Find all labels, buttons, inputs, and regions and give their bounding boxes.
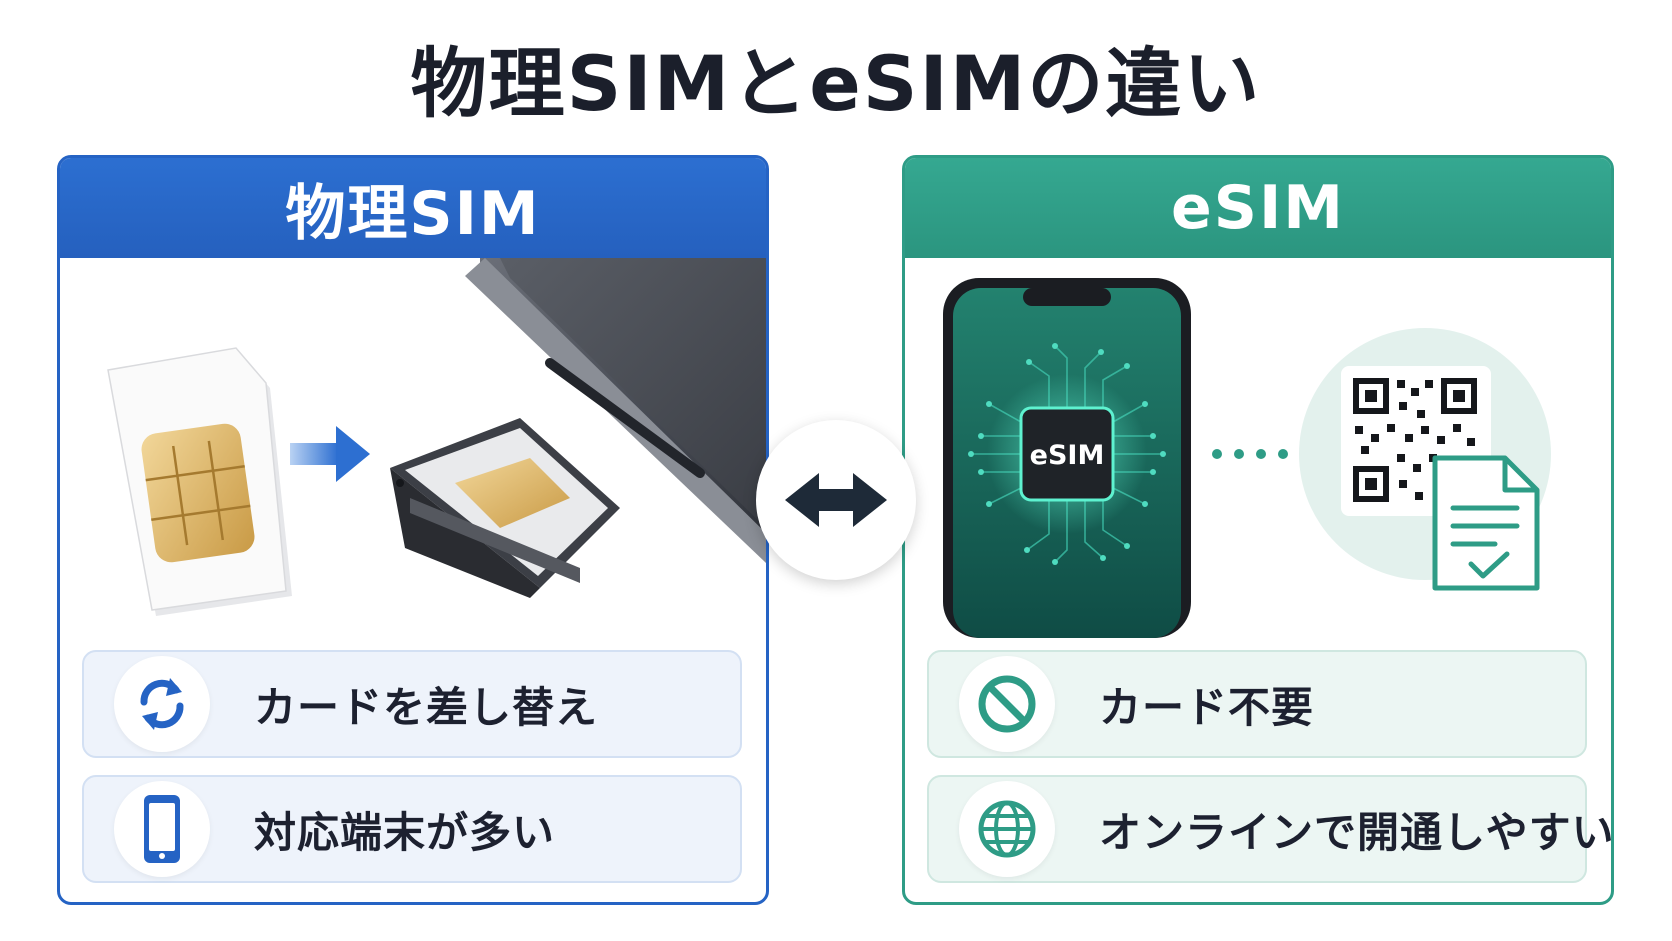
physical-sim-illustration (60, 258, 766, 638)
esim-chip-label: eSIM (1030, 440, 1105, 471)
dotted-connector (1212, 449, 1288, 459)
esim-panel: eSIM (902, 155, 1614, 905)
phone-image (465, 258, 766, 563)
esim-header: eSIM (905, 158, 1611, 258)
feature-label: カード不要 (1099, 682, 1315, 732)
sim-tray-image (390, 418, 620, 598)
insert-arrow-icon (290, 426, 370, 482)
feature-row-no-card: カード不要 (927, 650, 1587, 758)
feature-row-online-activation: オンラインで開通しやすい (927, 775, 1611, 883)
globe-icon (959, 781, 1055, 877)
double-arrow-icon (756, 420, 916, 580)
prohibited-icon (959, 656, 1055, 752)
page-title: 物理SIMとeSIMの違い (410, 39, 1262, 128)
physical-sim-panel: 物理SIM (57, 155, 769, 905)
smartphone-icon (114, 781, 210, 877)
feature-row-swap-card: カードを差し替え (82, 650, 742, 758)
esim-illustration: eSIM (905, 258, 1611, 638)
document-check-icon (1432, 455, 1540, 591)
feature-label: オンラインで開通しやすい (1099, 807, 1614, 857)
sim-card-image (107, 347, 292, 616)
feature-label: 対応端末が多い (254, 807, 556, 857)
feature-row-many-devices: 対応端末が多い (82, 775, 742, 883)
feature-label: カードを差し替え (254, 682, 599, 732)
refresh-icon (114, 656, 210, 752)
physical-sim-header: 物理SIM (60, 158, 766, 258)
esim-phone-image (943, 278, 1191, 638)
